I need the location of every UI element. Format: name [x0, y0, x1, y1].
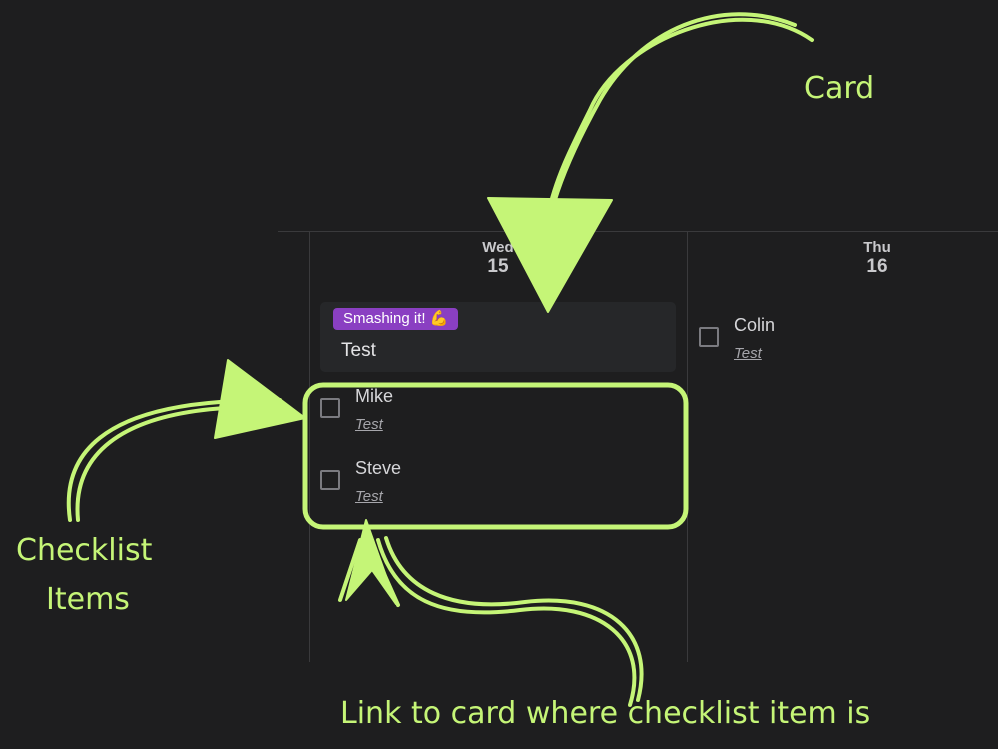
link-arrow-line: [376, 538, 637, 707]
day-name: Thu: [863, 239, 891, 256]
checklist-arrow-line: [75, 406, 227, 522]
annotation-card: Card: [804, 71, 875, 106]
column-divider: [687, 232, 688, 662]
checklist-arrowhead: [214, 359, 306, 439]
checklist-arrow-line: [66, 398, 282, 522]
day-name: Wed: [482, 239, 514, 256]
card-link[interactable]: Test: [734, 345, 762, 362]
card-link[interactable]: Test: [355, 416, 383, 433]
day-number: 16: [866, 256, 888, 277]
checkbox[interactable]: [320, 470, 340, 490]
calendar-card[interactable]: Smashing it! 💪 Test: [320, 302, 676, 372]
checkbox[interactable]: [320, 398, 340, 418]
card-link[interactable]: Test: [355, 488, 383, 505]
card-label: Smashing it! 💪: [333, 308, 459, 330]
link-arrow-line: [384, 536, 644, 702]
checklist-item-name: Steve: [355, 458, 402, 478]
checklist-item-name: Mike: [355, 386, 394, 406]
link-arrowhead: [345, 519, 397, 605]
day-header-wed[interactable]: Wed 15: [458, 240, 538, 278]
card-title: Test: [341, 340, 376, 361]
link-arrow-line: [366, 536, 400, 607]
annotation-checklist-line1: Checklist: [16, 533, 153, 568]
day-header-thu[interactable]: Thu 16: [837, 240, 917, 278]
link-arrow-line: [338, 538, 362, 602]
annotation-link: Link to card where checklist item is: [340, 696, 871, 731]
checkbox[interactable]: [699, 327, 719, 347]
column-divider: [309, 232, 310, 662]
card-arrow-line: [546, 17, 814, 217]
card-arrow-line: [550, 12, 797, 212]
annotation-checklist-line2: Items: [46, 582, 130, 617]
calendar-top-border: [278, 231, 998, 232]
day-number: 15: [487, 256, 509, 277]
checklist-item-name: Colin: [734, 315, 776, 335]
